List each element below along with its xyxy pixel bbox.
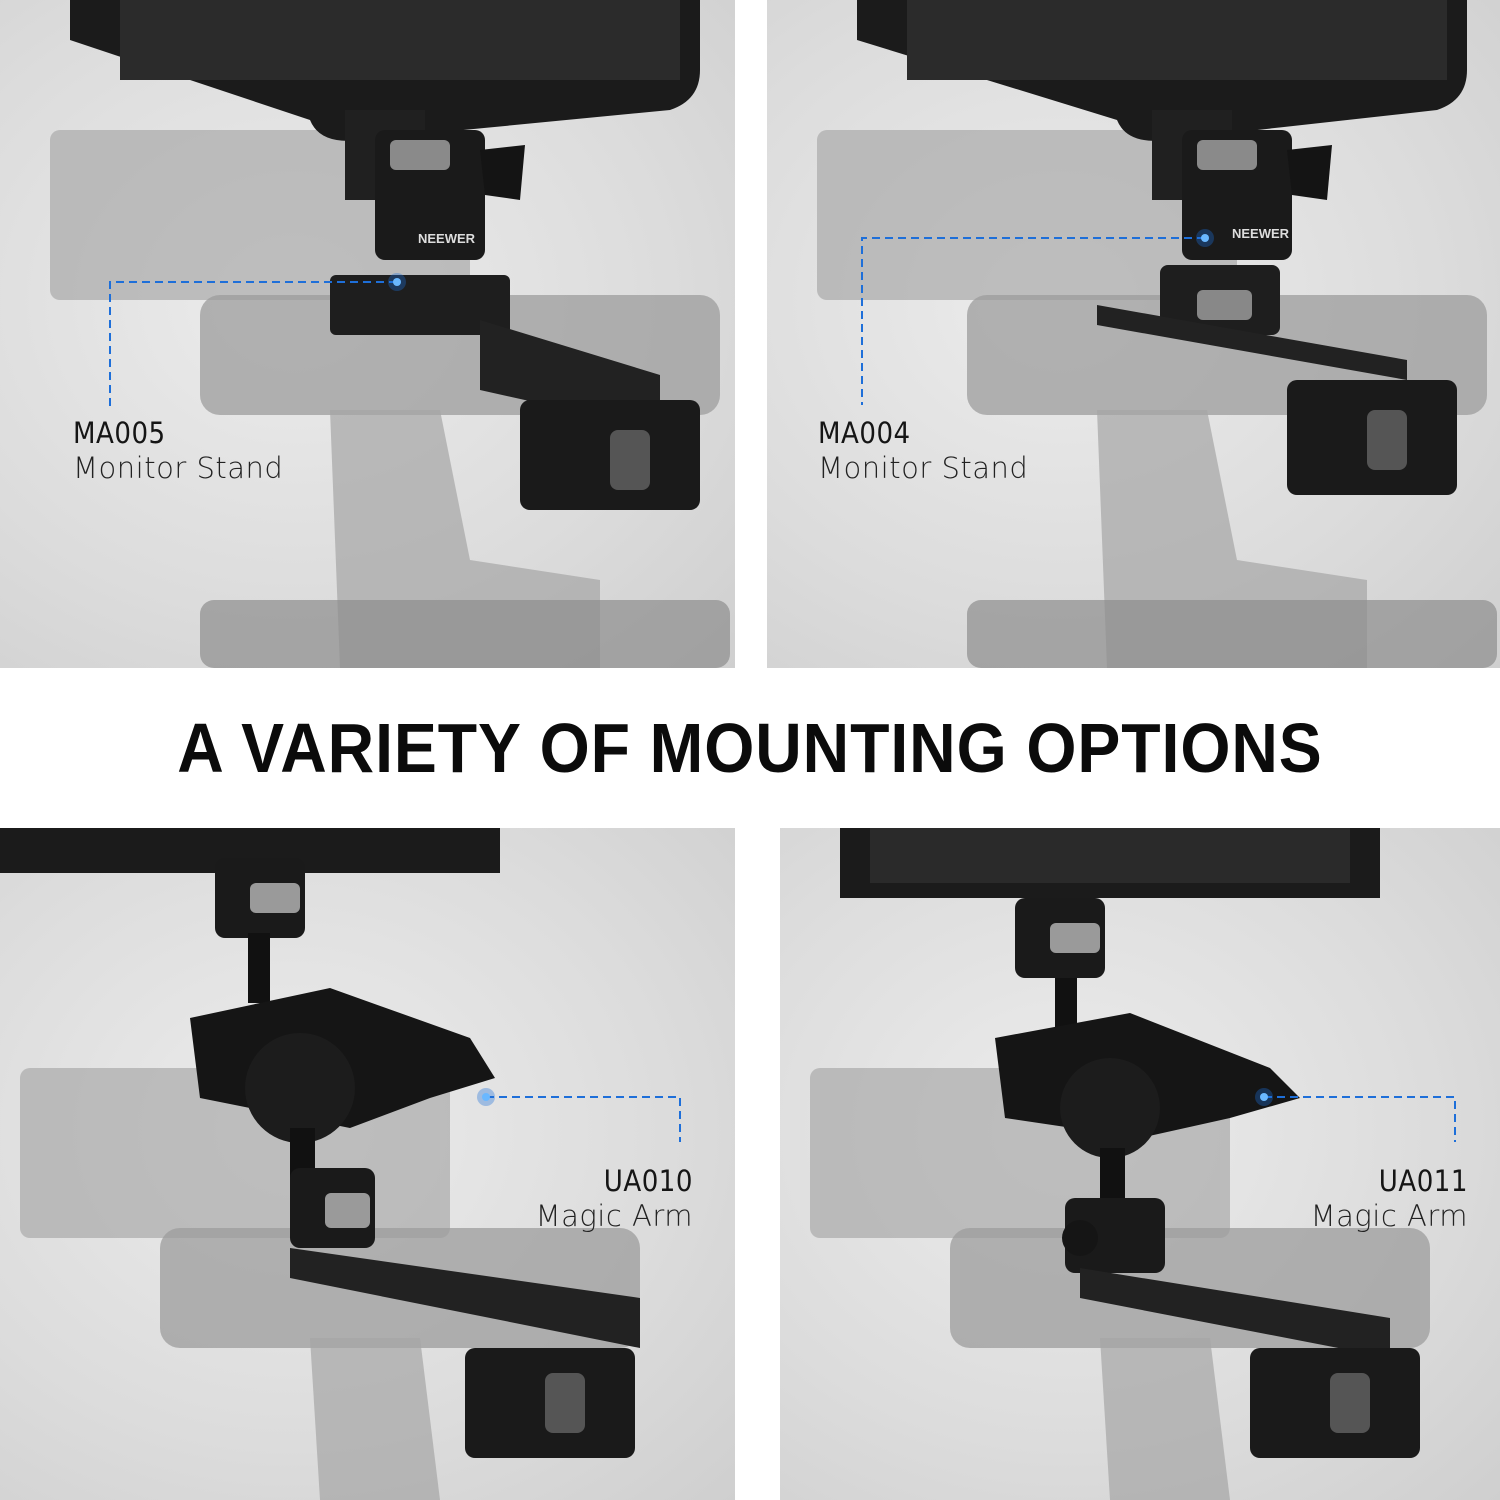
- product-name: Magic Arm: [1310, 1198, 1468, 1233]
- product-illustration: NEEWER: [817, 0, 1497, 668]
- product-name: Monitor Stand: [818, 450, 1029, 485]
- product-illustration: [810, 828, 1430, 1500]
- product-panel-ma005: NEEWER MA005 Monitor Stand: [0, 0, 735, 668]
- product-label: UA011 Magic Arm: [1311, 1164, 1468, 1234]
- product-panel-ma004: NEEWER MA004 Monitor Stand: [767, 0, 1500, 668]
- product-code: MA004: [818, 416, 911, 450]
- product-label: MA004 Monitor Stand: [818, 416, 1028, 486]
- product-code: UA010: [603, 1164, 693, 1198]
- headline: A VARIETY OF MOUNTING OPTIONS: [177, 709, 1323, 787]
- product-panel-ua011: UA011 Magic Arm: [780, 828, 1500, 1500]
- product-panel-ua010: UA010 Magic Arm: [0, 828, 735, 1500]
- product-code: MA005: [73, 416, 166, 450]
- product-name: Magic Arm: [535, 1198, 693, 1233]
- product-label: MA005 Monitor Stand: [73, 416, 283, 486]
- product-label: UA010 Magic Arm: [536, 1164, 693, 1234]
- product-code: UA011: [1378, 1164, 1468, 1198]
- product-name: Monitor Stand: [73, 450, 284, 485]
- product-illustration: [0, 828, 640, 1500]
- brand-logo: NEEWER: [418, 231, 476, 246]
- product-illustration: NEEWER: [50, 0, 730, 668]
- brand-logo: NEEWER: [1232, 226, 1290, 241]
